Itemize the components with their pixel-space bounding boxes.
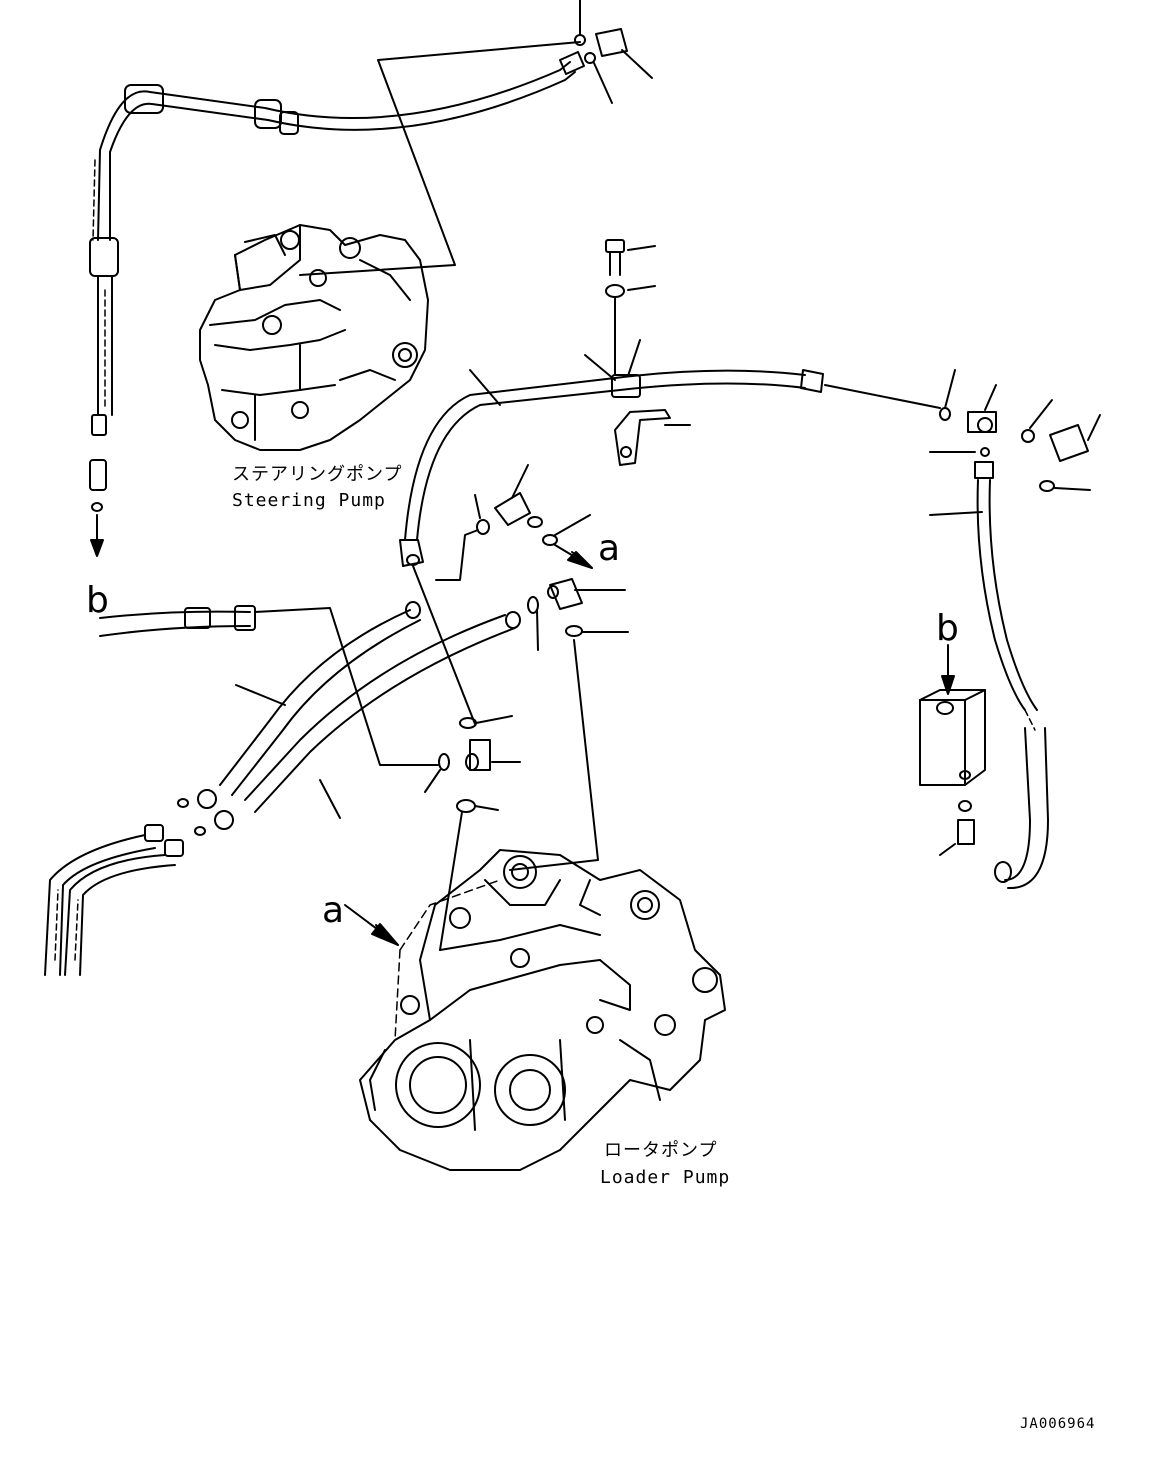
steering-pump (199, 224, 429, 451)
loader-pump-label-jp: ロータポンプ (604, 1140, 717, 1161)
clamp-bolt (605, 239, 656, 376)
b-block (919, 689, 986, 856)
right-fittings (929, 369, 1101, 492)
reference-a-upper: a (598, 528, 620, 569)
reference-b-left: b (86, 580, 109, 621)
middle-fittings (424, 464, 629, 813)
reference-a-lower: a (322, 890, 344, 931)
top-fittings (574, 0, 653, 104)
right-hose (929, 479, 1049, 890)
main-upper-hose (399, 369, 824, 567)
loader-hose-pair (99, 601, 521, 836)
steering-pump-label-jp: ステアリングポンプ (232, 464, 402, 485)
left-stub-hoses (44, 824, 184, 976)
steering-upper-hose (89, 51, 585, 512)
loader-pump-label-en: Loader Pump (600, 1167, 730, 1188)
steering-pump-label-en: Steering Pump (232, 490, 386, 511)
drawing-id: JA006964 (1020, 1416, 1095, 1432)
reference-b-right: b (936, 608, 959, 649)
loader-pump (359, 849, 726, 1171)
